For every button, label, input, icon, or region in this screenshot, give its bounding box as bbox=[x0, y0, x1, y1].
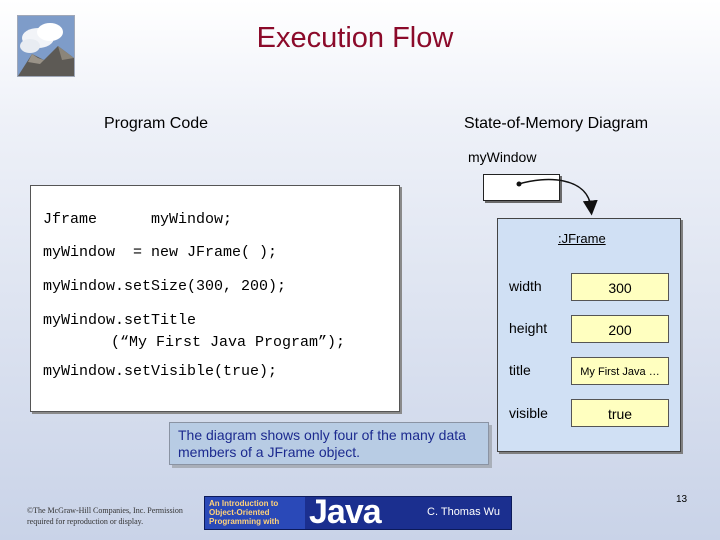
copyright-notice: ©The McGraw-Hill Companies, Inc. Permiss… bbox=[27, 506, 183, 526]
note-callout: The diagram shows only four of the many … bbox=[169, 422, 489, 465]
program-code-heading: Program Code bbox=[104, 115, 209, 132]
field-label-title: title bbox=[509, 362, 531, 378]
book-author: C. Thomas Wu bbox=[427, 506, 500, 518]
field-value-visible: true bbox=[571, 399, 669, 427]
note-text: The diagram shows only four of the many … bbox=[178, 427, 466, 460]
book-banner-left-panel bbox=[205, 497, 305, 529]
memory-diagram-heading: State-of-Memory Diagram bbox=[464, 115, 649, 132]
field-value-height: 200 bbox=[571, 315, 669, 343]
page-title: Execution Flow bbox=[256, 22, 454, 54]
code-line-settitle: myWindow.setTitle bbox=[43, 312, 197, 329]
code-line-create: myWindow = new JFrame( ); bbox=[43, 244, 278, 261]
book-title-line-2: Object-Oriented bbox=[209, 508, 270, 517]
code-line-declaration-type: Jframe bbox=[43, 211, 98, 228]
book-title-line-1: An Introduction to bbox=[209, 499, 279, 508]
field-label-visible: visible bbox=[509, 405, 548, 421]
page-number: 13 bbox=[676, 494, 688, 505]
jframe-object-box: :JFrame width 300 height 200 title My Fi… bbox=[497, 218, 681, 452]
code-line-setvisible: myWindow.setVisible(true); bbox=[43, 363, 278, 380]
code-line-declaration-var: myWindow; bbox=[151, 211, 233, 228]
program-code-box: Jframe myWindow; myWindow = new JFrame( … bbox=[30, 185, 400, 412]
mountain-cloud-icon bbox=[18, 16, 74, 76]
object-header: :JFrame bbox=[498, 219, 680, 259]
variable-name-label: myWindow bbox=[468, 149, 537, 165]
field-value-title: My First Java … bbox=[571, 357, 669, 385]
book-title-line-3: Programming with bbox=[209, 517, 280, 526]
field-label-height: height bbox=[509, 320, 548, 336]
code-line-settitle-arg: (“My First Java Program”); bbox=[111, 334, 346, 351]
code-line-setsize: myWindow.setSize(300, 200); bbox=[43, 278, 287, 295]
reference-variable-box bbox=[483, 174, 560, 201]
logo-image bbox=[17, 15, 75, 77]
field-label-width: width bbox=[509, 278, 542, 294]
field-value-width: 300 bbox=[571, 273, 669, 301]
book-java-logo-text: Java bbox=[309, 496, 382, 530]
book-banner: An Introduction to Object-Oriented Progr… bbox=[204, 496, 512, 530]
object-class-label: :JFrame bbox=[558, 231, 606, 246]
